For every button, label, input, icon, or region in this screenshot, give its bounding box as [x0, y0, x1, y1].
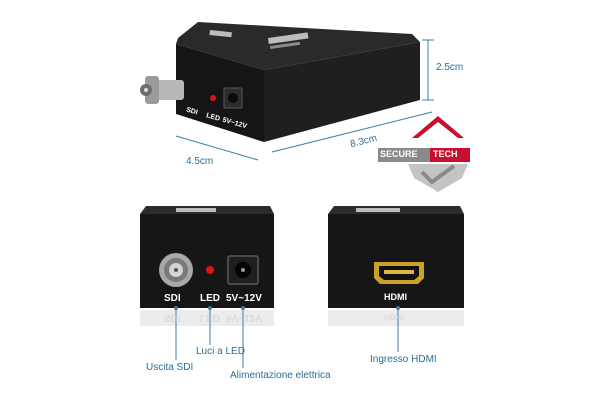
reflection-hdmi: HDMI — [384, 312, 405, 321]
port-label-led: LED — [200, 293, 220, 304]
dimension-width-label: 4.5cm — [186, 156, 214, 167]
reflection-led: LED — [200, 312, 220, 323]
callout-hdmi-in: Ingresso HDMI — [370, 354, 437, 365]
bnc-connector-front-pin — [174, 268, 178, 272]
device-left-print — [176, 208, 216, 212]
bnc-pin-center — [144, 88, 148, 92]
top-print-model-2 — [270, 41, 301, 49]
callout-dot-led — [208, 306, 212, 310]
callout-dot-sdi — [174, 306, 178, 310]
power-jack-top-hole — [228, 93, 238, 103]
device-left-reflection — [140, 310, 274, 326]
callout-dot-hdmi — [396, 306, 400, 310]
device-front-face — [176, 44, 264, 142]
securetech-logo — [378, 116, 470, 192]
port-label-hdmi: HDMI — [384, 292, 407, 302]
dim-line-length — [271, 111, 433, 153]
reflection-sdi: SDI — [164, 312, 181, 323]
callout-sdi-out: Uscita SDI — [146, 362, 194, 373]
dim-line-width — [175, 135, 259, 161]
device-right-front — [328, 214, 464, 308]
top-print-hdmi — [209, 29, 232, 38]
power-jack-front-pin — [241, 268, 245, 272]
callout-dot-power — [241, 306, 245, 310]
hdmi-port-contacts — [384, 270, 414, 274]
logo-text-secure: SECURE — [380, 149, 418, 159]
device-top-face — [176, 22, 420, 70]
logo-text-tech: TECH — [433, 149, 458, 159]
dimension-height-label: 2.5cm — [436, 62, 464, 73]
callout-led-light: Luci a LED — [196, 346, 245, 357]
reflection-power: 5V~12V — [226, 312, 262, 323]
device-side-face — [264, 42, 420, 142]
led-front — [206, 266, 214, 274]
device-right-reflection — [328, 310, 464, 326]
device-right-print — [356, 208, 400, 212]
port-label-sdi: SDI — [164, 293, 181, 304]
led-top — [210, 95, 216, 101]
port-label-power: 5V~12V — [226, 293, 262, 304]
callout-power-supply: Alimentazione elettrica — [230, 370, 331, 381]
top-print-model — [268, 32, 309, 44]
